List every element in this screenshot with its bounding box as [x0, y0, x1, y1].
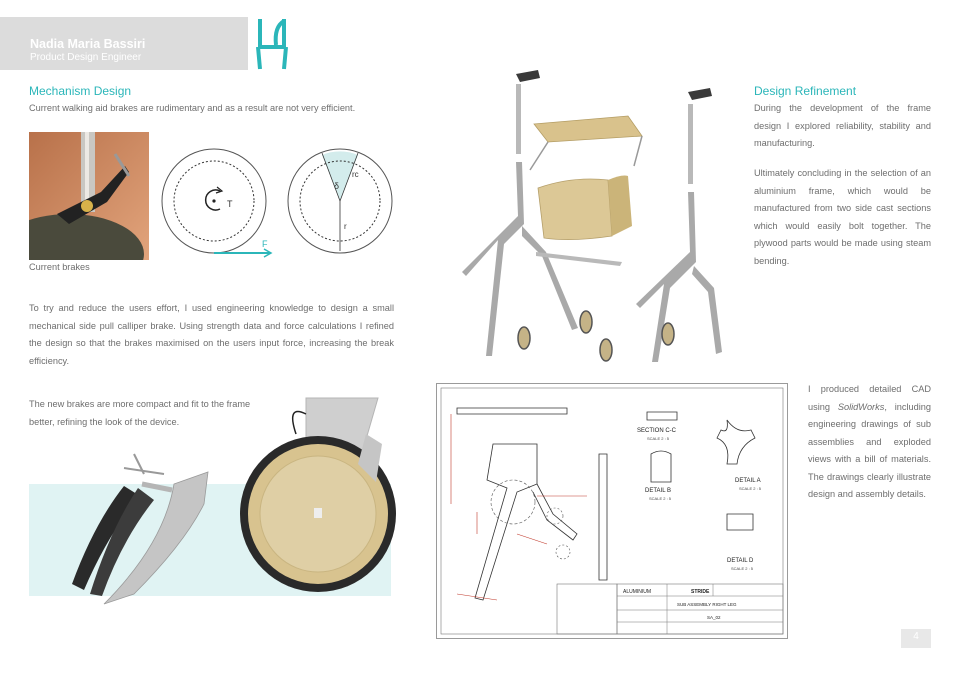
refinement-p1: During the development of the frame desi…: [754, 103, 931, 148]
mechanism-intro: Current walking aid brakes are rudimenta…: [29, 103, 356, 113]
material-label: ALUMINIUM: [623, 589, 651, 595]
current-brakes-photo: [29, 132, 149, 260]
author-role: Product Design Engineer: [30, 52, 142, 63]
compact-text: The new brakes are more compact and fit …: [29, 399, 251, 427]
cad-text-before: I produced detailed CAD using: [808, 384, 931, 412]
cad-software: SolidWorks: [837, 401, 885, 412]
cad-text-after: , including engineering drawings of sub …: [808, 401, 931, 500]
new-brake-render: [72, 453, 209, 605]
detail-d-label: DETAIL D: [727, 558, 754, 564]
cad-drawing: SECTION C-C SCALE 2 : 5 DETAIL A SCALE 2…: [436, 383, 788, 639]
walker-exploded-view: [462, 70, 722, 362]
photo-caption: Current brakes: [29, 262, 90, 272]
author-name: Nadia Maria Bassiri: [30, 37, 146, 51]
mechanism-body: To try and reduce the users effort, I us…: [29, 303, 394, 366]
detail-a-scale: SCALE 2 : 5: [739, 486, 762, 491]
page-number: 4: [913, 631, 919, 642]
detail-b-scale: SCALE 2 : 5: [649, 496, 672, 501]
brake-geometry-diagram: δ rc r: [287, 148, 393, 254]
refinement-title: Design Refinement: [754, 84, 857, 98]
cad-text: I produced detailed CAD using SolidWorks…: [808, 381, 931, 504]
wheel-brake-render: [240, 397, 396, 592]
header-band: [0, 17, 248, 70]
mechanism-title: Mechanism Design: [29, 84, 132, 98]
product-label: STRIDE: [691, 589, 710, 595]
section-cc-label: SECTION C-C: [637, 428, 677, 434]
page-number-box: [901, 629, 931, 648]
delta-label: δ: [334, 181, 339, 191]
part-title-label: SUB ASSEMBLY RIGHT LEG: [677, 602, 737, 607]
refinement-p2: Ultimately concluding in the selection o…: [754, 168, 931, 266]
torque-label: T: [227, 199, 233, 209]
torque-force-diagram: T F: [161, 148, 273, 258]
detail-d-scale: SCALE 2 : 5: [731, 566, 754, 571]
rc-label: rc: [352, 170, 359, 179]
force-label: F: [262, 239, 268, 249]
section-cc-scale: SCALE 2 : 5: [647, 436, 670, 441]
cad-drawing-lines: SECTION C-C SCALE 2 : 5 DETAIL A SCALE 2…: [440, 387, 784, 635]
r-label: r: [344, 222, 347, 231]
drawing-number: SA_02: [707, 615, 721, 620]
chair-logo-icon: [256, 19, 288, 70]
detail-a-label: DETAIL A: [735, 478, 761, 484]
detail-b-label: DETAIL B: [645, 488, 671, 494]
